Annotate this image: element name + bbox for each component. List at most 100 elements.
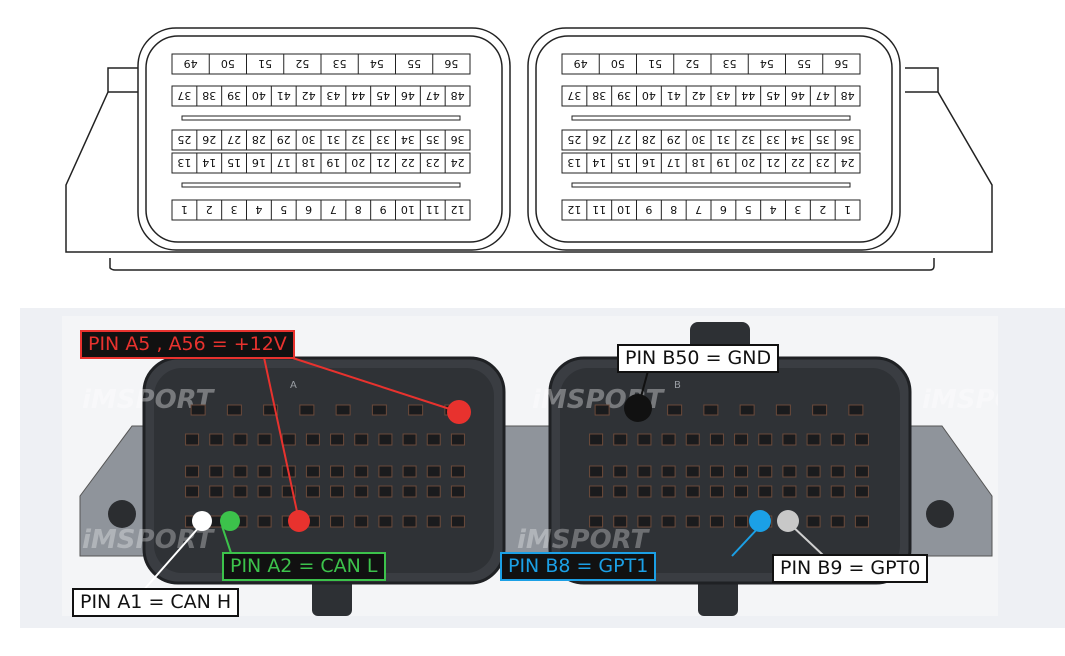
photo-pins-block-a [185,404,465,528]
pin-marker-a5 [288,510,310,532]
connector-b-pin-label: 27 [617,133,631,146]
connector-a-pin-label: 33 [376,133,390,146]
callout-can-high: PIN A1 = CAN H [72,588,240,617]
connector-b-pin-label: 4 [770,203,777,216]
connector-a-pin-label: 9 [380,203,387,216]
connector-a-pin-label: 13 [177,156,191,169]
pin-socket [589,433,604,446]
pin-socket [589,485,604,498]
pin-socket [806,465,821,478]
leader-a56 [261,347,460,413]
connector-b-pin-label: 14 [592,156,606,169]
pin-socket [806,515,821,528]
pin-socket [378,515,393,528]
connector-b-pin-label: 53 [723,57,737,70]
pin-socket [830,465,845,478]
callout-can-low: PIN A2 = CAN L [222,552,386,581]
mount-hole-left [108,500,136,528]
pin-marker-a1 [192,511,212,531]
connector-b-pin-label: 34 [791,133,805,146]
connector-a-pin-label: 29 [277,133,291,146]
connector-a-pin-label: 56 [444,57,458,70]
pin-marker-b8 [749,510,771,532]
pin-socket [257,465,272,478]
block-a-label: A [290,380,297,391]
connector-b-pin-label: 3 [794,203,801,216]
pin-socket [637,515,652,528]
pin-socket [354,433,369,446]
pin-marker-b50 [624,394,652,422]
pin-socket [450,485,465,498]
pin-socket [589,515,604,528]
pin-socket [402,433,417,446]
leader-b8 [731,525,761,557]
pin-socket [661,485,676,498]
connector-b-pin-label: 28 [642,133,656,146]
connector-a-pin-label: 15 [227,156,241,169]
connector-b-pin-label: 35 [816,133,830,146]
pin-socket [758,465,773,478]
pin-socket [426,485,441,498]
pin-socket [854,433,869,446]
connector-b-pin-label: 13 [567,156,581,169]
connector-b-pin-label: 21 [766,156,780,169]
pin-socket [806,485,821,498]
connector-a-pin-label: 24 [451,156,465,169]
pin-socket [354,465,369,478]
pin-socket [589,465,604,478]
connector-b-pin-label: 23 [816,156,830,169]
connector-b-pin-label: 20 [741,156,755,169]
connector-a-pin-label: 41 [277,89,291,102]
pin-socket [734,485,749,498]
connector-b-pin-label: 7 [695,203,702,216]
pin-socket [209,433,224,446]
connector-a-pin-label: 47 [426,89,440,102]
pin-socket [281,485,296,498]
pin-socket [812,404,828,416]
connector-b-pin-label: 50 [611,57,625,70]
connector-b-pin-label: 17 [667,156,681,169]
connector-a-pin-label: 12 [451,203,465,216]
connector-a-pin-label: 17 [277,156,291,169]
pin-socket [330,433,345,446]
connector-a-pin-label: 53 [333,57,347,70]
connector-a-pin-label: 50 [221,57,235,70]
connector-a-pin-label: 27 [227,133,241,146]
connector-b-pin-label: 46 [791,89,805,102]
connector-a-pin-label: 51 [258,57,272,70]
connector-a-pin-label: 35 [426,133,440,146]
photo-pins-block-b [589,404,869,528]
row-separator-bar [571,115,851,121]
pin-socket [209,465,224,478]
connector-a-pin-label: 32 [351,133,365,146]
connector-b-pin-label: 15 [617,156,631,169]
pin-socket [299,404,315,416]
connector-b-pin-label: 48 [841,89,855,102]
connector-b-pin-label: 55 [797,57,811,70]
pin-socket [330,515,345,528]
pin-socket [661,433,676,446]
connector-a-pin-label: 36 [451,133,465,146]
pin-socket [185,433,200,446]
connector-a-pin-label: 48 [451,89,465,102]
pin-socket [709,515,724,528]
callout-power-12v: PIN A5 , A56 = +12V [80,330,295,359]
pin-socket [613,485,628,498]
pin-socket [613,515,628,528]
connector-a-pin-label: 40 [252,89,266,102]
connector-b-pin-label: 52 [685,57,699,70]
pin-socket [426,465,441,478]
connector-a-pin-label: 4 [255,203,262,216]
pin-socket [637,485,652,498]
connector-b-pin-label: 56 [834,57,848,70]
connector-a-pin-label: 20 [351,156,365,169]
connector-a-pin-label: 45 [376,89,390,102]
connector-a-pin-label: 2 [206,203,213,216]
pin-socket [378,465,393,478]
connector-a-pin-label: 31 [326,133,340,146]
connector-b-pin-label: 30 [692,133,706,146]
callout-gpt1: PIN B8 = GPT1 [500,552,657,581]
pin-socket [450,433,465,446]
pin-socket [661,515,676,528]
pin-socket [354,485,369,498]
